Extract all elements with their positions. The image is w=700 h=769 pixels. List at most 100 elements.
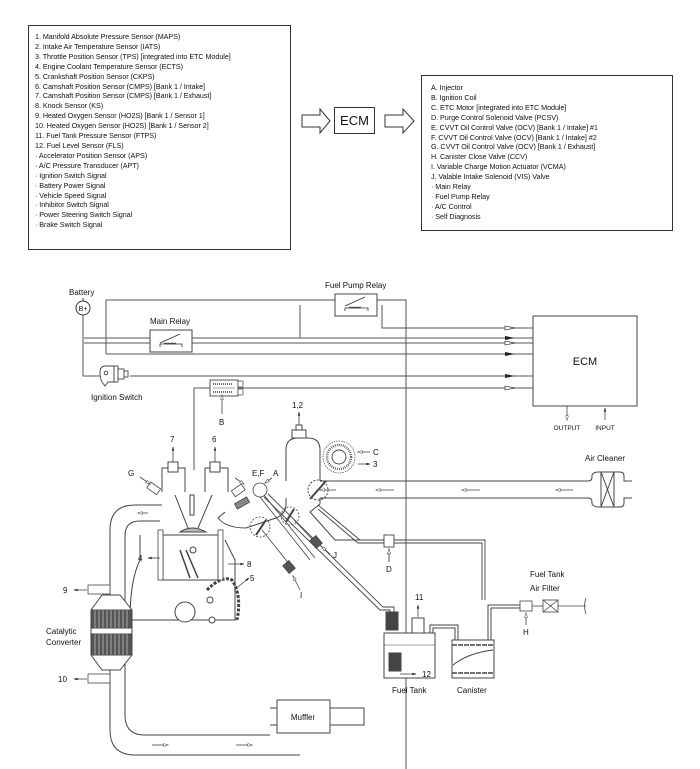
callout-8: 8 [247,560,252,569]
ocv-and-injector [139,476,316,561]
output-item: C. ETC Motor [integrated into ETC Module… [431,102,567,112]
output-item: · Fuel Pump Relay [431,191,490,201]
canister-label: Canister [457,686,487,695]
callout-a: A [273,469,279,478]
exhaust-pipe [109,504,300,756]
catalytic-converter-label-2: Converter [46,638,81,647]
exhaust-flow-arrows [138,513,252,745]
callout-ef: E,F [252,469,265,478]
intake-duct [320,471,632,508]
fuel-tank [383,604,459,679]
input-item: 4. Engine Coolant Temperature Sensor (EC… [35,61,183,71]
output-item: E. CVVT Oil Control Valve (OCV) [Bank 1 … [431,122,598,132]
callout-j: J [333,551,337,560]
input-item: · Vehicle Speed Signal [35,190,107,200]
callout-6: 6 [212,435,217,444]
ignition-switch-label: Ignition Switch [91,393,143,402]
callout-9: 9 [63,586,68,595]
main-relay [149,329,193,353]
output-item: H. Canister Close Valve (CCV) [431,152,528,162]
input-item: · Power Steering Switch Signal [35,210,133,220]
ecm-signal-arrows [504,325,516,391]
callout-3: 3 [373,460,378,469]
output-item: G. CVVT Oil Control Valve (OCV) [Bank 1 … [431,142,596,152]
input-item: · Ignition Switch Signal [35,170,107,180]
input-item: 8. Knock Sensor (KS) [35,101,104,111]
input-item: 7. Camshaft Position Sensor (CMPS) [Bank… [35,91,212,101]
battery-symbol-text: B+ [79,306,88,313]
engine-sensors [147,556,250,591]
input-to-ecm-arrow [301,107,331,135]
input-item: 9. Heated Oxygen Sensor (HO2S) [Bank 1 /… [35,111,205,121]
muffler-label: Muffler [291,713,316,722]
callout-b: B [219,418,224,427]
canister [451,604,530,679]
input-item: 11. Fuel Tank Pressure Sensor (FTPS) [35,131,157,141]
callout-i: I [300,591,302,600]
catalytic-converter-label-1: Catalytic [46,627,77,636]
ignition-coil [209,379,244,414]
output-item: F. CVVT Oil Control Valve (OCV) [Bank 1 … [431,132,597,142]
callout-11: 11 [415,593,424,602]
muffler [270,699,365,734]
callout-12: 12 [422,670,431,679]
ecm-label: ECM [573,356,597,368]
oxygen-sensors [73,584,111,684]
output-item: D. Purge Control Solenoid Valve (PCSV) [431,112,559,122]
input-item: 12. Fuel Level Sensor (FLS) [35,140,124,150]
ecm-outputs-list-box: A. Injector B. Ignition Coil C. ETC Moto… [421,75,673,231]
callout-7: 7 [170,435,175,444]
ecm-outputs-list: A. Injector B. Ignition Coil C. ETC Moto… [431,83,672,222]
input-item: 6. Camshaft Position Sensor (CMPS) [Bank… [35,81,205,91]
input-item: 3. Throttle Position Sensor (TPS) [integ… [35,51,231,61]
engine-block [129,461,241,624]
main-relay-label: Main Relay [150,317,190,326]
ecm-module: ECM OUTPUT INPUT [532,315,638,432]
ecm-inputs-list-box: 1. Manifold Absolute Pressure Sensor (MA… [28,25,291,250]
ecm-input-label: INPUT [595,425,615,432]
input-item: · Accelerator Position Sensor (APS) [35,150,148,160]
input-item: · A/C Pressure Transducer (APT) [35,160,139,170]
ecm-to-output-arrow [384,107,415,135]
ecm-output-label: OUTPUT [554,425,581,432]
ecm-inputs-list: 1. Manifold Absolute Pressure Sensor (MA… [35,32,290,230]
fuel-tank-air-filter-label-2: Air Filter [530,584,560,593]
etc-motor [322,440,371,474]
fuel-tank-air-filter-label-1: Fuel Tank [530,570,566,579]
callout-4: 4 [138,554,143,563]
air-cleaner-label: Air Cleaner [585,454,625,463]
vcma-and-vis [249,506,331,591]
output-item: · A/C Control [431,201,472,211]
input-item: 1. Manifold Absolute Pressure Sensor (MA… [35,32,181,41]
input-item: 5. Crankshaft Position Sensor (CKPS) [35,71,155,81]
ignition-switch [99,365,129,387]
output-item: B. Ignition Coil [431,92,477,102]
callout-g: G [128,469,134,478]
fuel-tank-label: Fuel Tank [392,686,428,695]
battery-label: Battery [69,288,94,297]
input-item: 10. Heated Oxygen Sensor (HO2S) [Bank 1 … [35,121,209,131]
purge-line [317,504,486,600]
output-item: · Main Relay [431,182,471,192]
output-item: J. Valable Intake Solenoid (VIS) Valve [431,172,550,182]
fuel-pump-relay [334,293,378,317]
output-item: A. Injector [431,83,463,92]
callout-d: D [386,565,392,574]
intake-plenum [217,424,375,541]
catalytic-converter [90,594,133,671]
callout-1-2: 1,2 [292,401,304,410]
input-item: · Inhibitor Switch Signal [35,200,109,210]
output-item: I. Variable Charge Motion Actuator (VCMA… [431,162,566,172]
canister-close-valve [519,597,587,625]
ecm-center-box: ECM [334,107,375,134]
input-item: · Battery Power Signal [35,180,106,190]
callout-10: 10 [58,675,67,684]
fuel-pump-relay-label: Fuel Pump Relay [325,281,386,290]
camshaft-sensor-arrows [171,446,217,462]
input-item: · Brake Switch Signal [35,220,103,230]
callout-c: C [373,448,379,457]
callout-h: H [523,628,529,637]
input-item: 2. Intake Air Temperature Sensor (IATS) [35,41,161,51]
output-item: · Self Diagnosis [431,211,481,221]
